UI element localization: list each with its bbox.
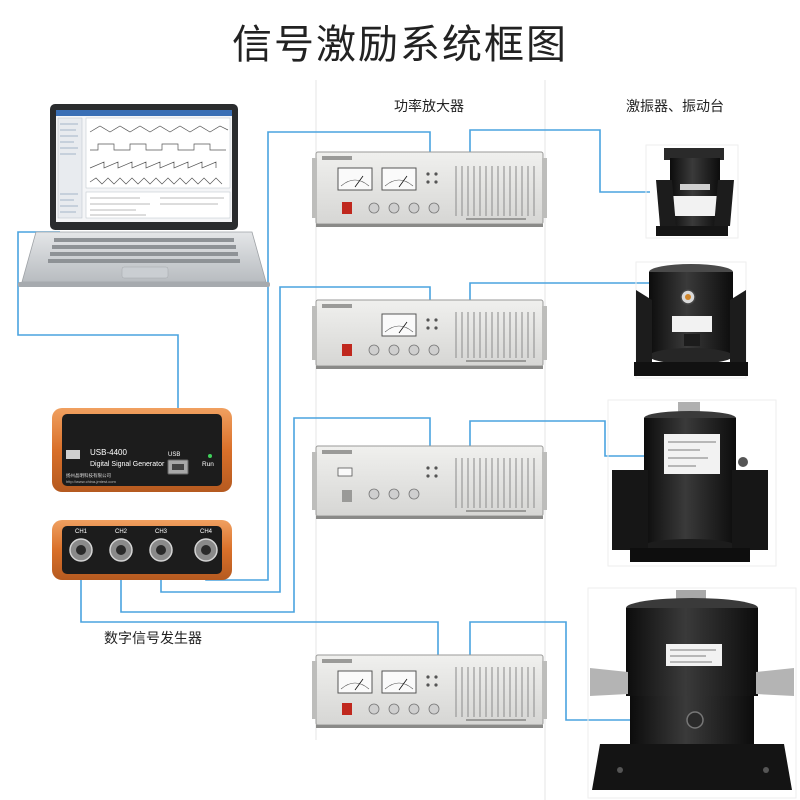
shaker-3 bbox=[607, 399, 777, 567]
shaker-label: 激振器、振动台 bbox=[626, 99, 724, 115]
run-label: Run bbox=[202, 461, 214, 468]
wire-amp4-out bbox=[469, 621, 695, 721]
generator-model-text: USB-4400 bbox=[90, 448, 127, 457]
laptop bbox=[18, 104, 270, 287]
generator-top-unit bbox=[52, 408, 232, 492]
shaker-1 bbox=[645, 144, 739, 239]
channel-label-ch3: CH3 bbox=[155, 529, 168, 535]
amplifier-4 bbox=[312, 654, 547, 728]
wire-ch2 bbox=[120, 417, 431, 613]
generator-name-text: Digital Signal Generator bbox=[90, 461, 165, 468]
channel-label-ch2: CH2 bbox=[115, 529, 128, 535]
amplifier-1 bbox=[312, 151, 547, 227]
website-text: http://www.china-jmtest.com bbox=[66, 479, 116, 484]
generator-bottom-unit bbox=[52, 520, 232, 580]
generator-label: 数字信号发生器 bbox=[104, 631, 202, 647]
bnc-connector-ch2 bbox=[109, 538, 133, 562]
amplifier-label: 功率放大器 bbox=[394, 99, 464, 115]
wire-amp3-out bbox=[469, 420, 650, 457]
wire-amp1-out bbox=[469, 129, 650, 193]
diagram-title: 信号激励系统框图 bbox=[232, 22, 568, 68]
channel-label-ch1: CH1 bbox=[75, 529, 88, 535]
shaker-4 bbox=[587, 587, 797, 799]
bnc-connector-ch4 bbox=[194, 538, 218, 562]
amplifier-3 bbox=[312, 445, 547, 519]
amplifier-2 bbox=[312, 299, 547, 369]
wire-ch3 bbox=[160, 286, 431, 593]
shaker-2 bbox=[634, 261, 748, 379]
bnc-connector-ch1 bbox=[69, 538, 93, 562]
channel-label-ch4: CH4 bbox=[200, 529, 213, 535]
wire-ch1 bbox=[80, 562, 439, 655]
wire-usb bbox=[17, 231, 179, 465]
bnc-connector-ch3 bbox=[149, 538, 173, 562]
usb-port-label: USB bbox=[168, 452, 180, 458]
company-text: 扬州晶明科技有限公司 bbox=[66, 472, 111, 479]
